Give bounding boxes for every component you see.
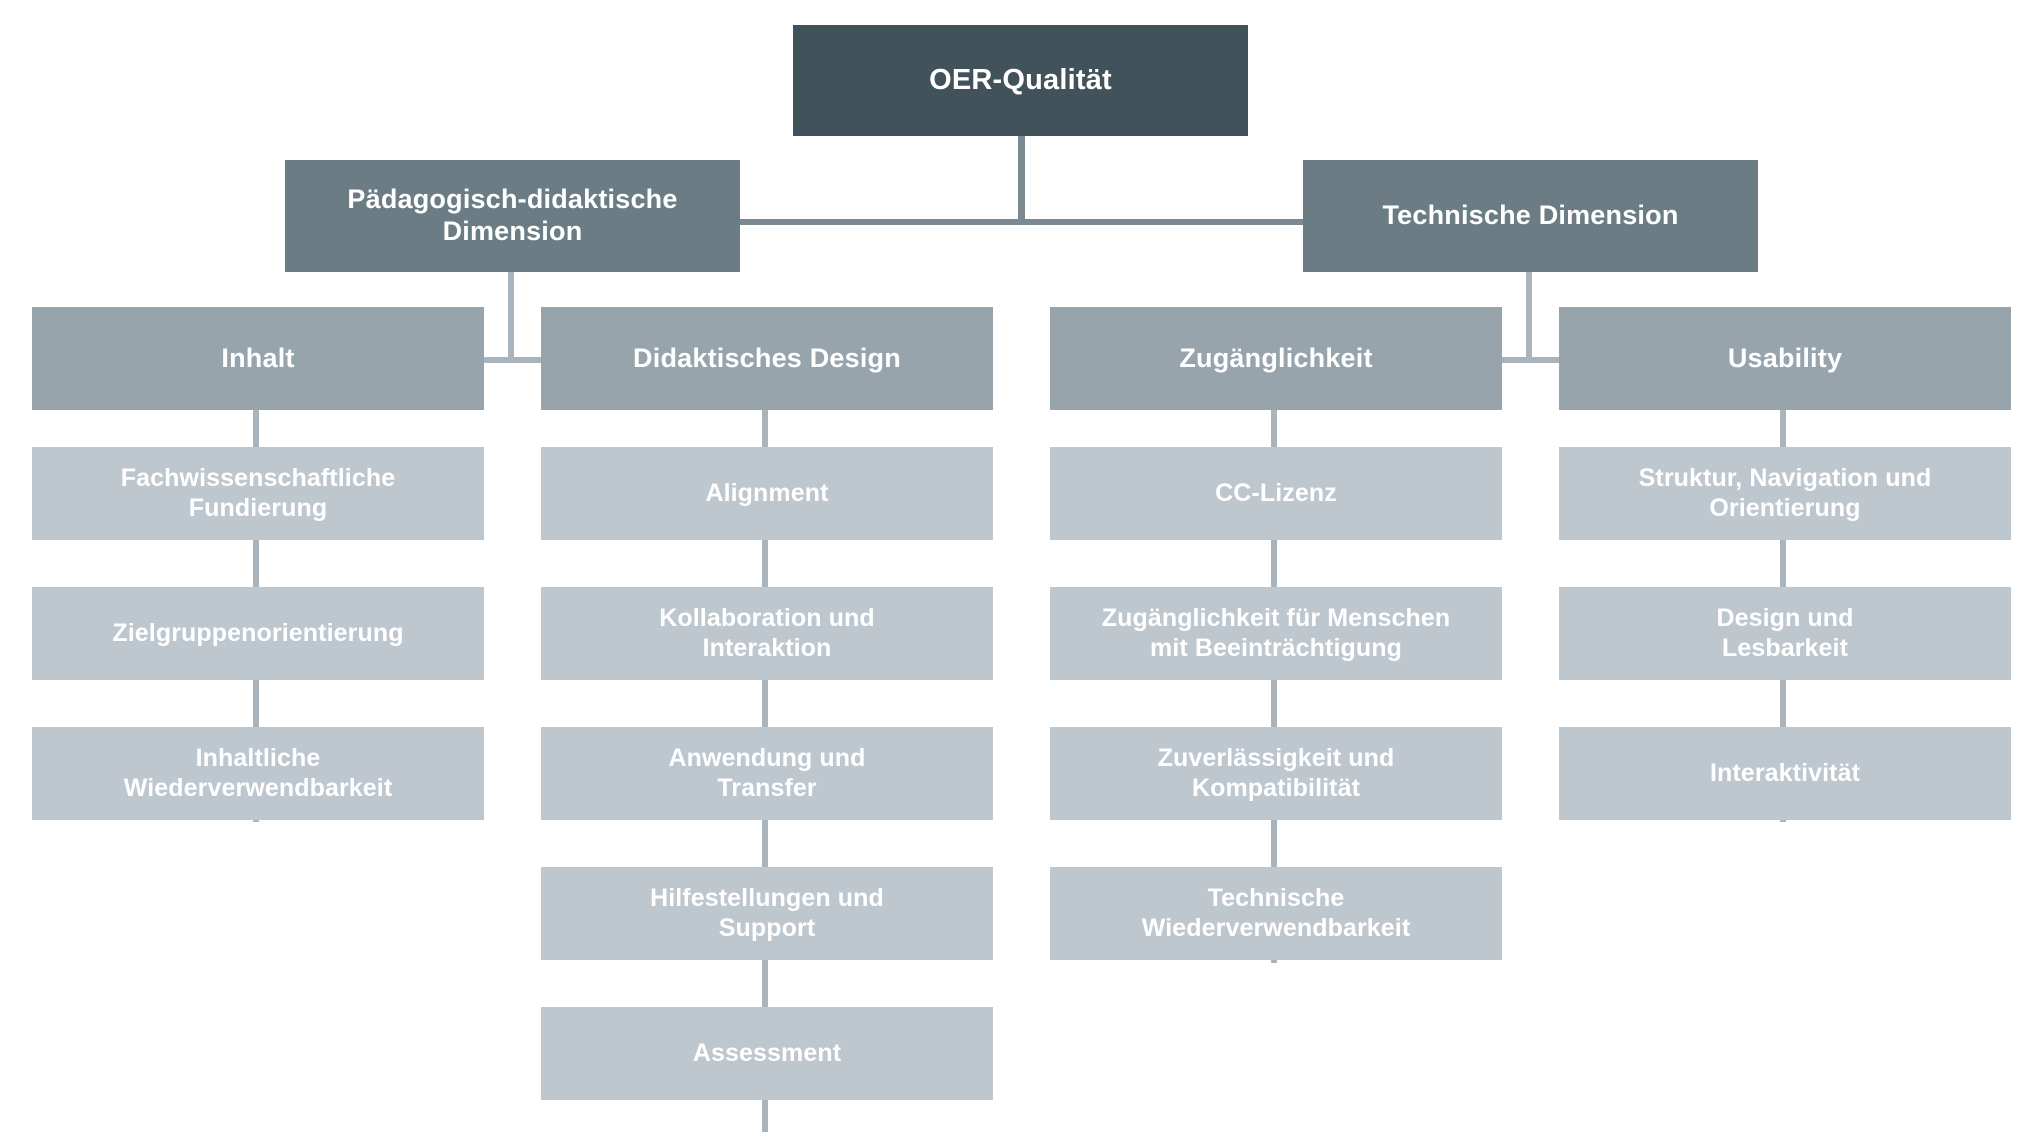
node-dimension-label: Technische Dimension: [1382, 200, 1679, 231]
node-leaf-label: Struktur, Navigation und Orientierung: [1638, 464, 1932, 522]
connector-dim-right-stem: [1526, 272, 1532, 360]
node-category-didaktisches-design[interactable]: Didaktisches Design: [541, 307, 993, 410]
node-category-label: Zugänglichkeit: [1179, 342, 1373, 373]
node-leaf-fachwissenschaftliche-fundierung[interactable]: Fachwissenschaftliche Fundierung: [32, 447, 484, 540]
node-leaf-assessment[interactable]: Assessment: [541, 1007, 993, 1100]
connector-col-3-spine: [1271, 410, 1277, 963]
node-leaf-anwendung-und-transfer[interactable]: Anwendung und Transfer: [541, 727, 993, 820]
node-leaf-kollaboration-und-interaktion[interactable]: Kollaboration und Interaktion: [541, 587, 993, 680]
node-leaf-label: Inhaltliche Wiederverwendbarkeit: [123, 744, 393, 802]
node-leaf-struktur-navigation-und-orientierung[interactable]: Struktur, Navigation und Orientierung: [1559, 447, 2011, 540]
node-leaf-zielgruppenorientierung[interactable]: Zielgruppenorientierung: [32, 587, 484, 680]
node-leaf-label: Zielgruppenorientierung: [112, 618, 404, 647]
node-category-usability[interactable]: Usability: [1559, 307, 2011, 410]
node-category-inhalt[interactable]: Inhalt: [32, 307, 484, 410]
node-leaf-technische-wiederverwendbarkeit[interactable]: Technische Wiederverwendbarkeit: [1050, 867, 1502, 960]
node-root-label: OER-Qualität: [929, 64, 1112, 97]
node-dimension-paedagogisch-didaktische[interactable]: Pädagogisch-didaktische Dimension: [285, 160, 740, 272]
node-leaf-design-und-lesbarkeit[interactable]: Design und Lesbarkeit: [1559, 587, 2011, 680]
node-root[interactable]: OER-Qualität: [793, 25, 1248, 136]
connector-dim-left-bus: [256, 357, 764, 363]
connector-root-stem: [1018, 136, 1025, 222]
node-leaf-alignment[interactable]: Alignment: [541, 447, 993, 540]
node-category-label: Usability: [1727, 342, 1843, 373]
node-leaf-cc-lizenz[interactable]: CC-Lizenz: [1050, 447, 1502, 540]
node-leaf-label: Zuverlässigkeit und Kompatibilität: [1157, 744, 1395, 802]
node-leaf-label: Kollaboration und Interaktion: [659, 604, 875, 662]
node-leaf-label: CC-Lizenz: [1215, 478, 1337, 507]
node-leaf-label: Alignment: [705, 478, 829, 507]
node-leaf-label: Fachwissenschaftliche Fundierung: [120, 464, 396, 522]
connector-root-bus: [737, 219, 1349, 225]
node-category-label: Didaktisches Design: [633, 342, 901, 373]
node-dimension-technische[interactable]: Technische Dimension: [1303, 160, 1758, 272]
node-leaf-zuverlaessigkeit-und-kompatibilitaet[interactable]: Zuverlässigkeit und Kompatibilität: [1050, 727, 1502, 820]
node-category-label: Inhalt: [221, 342, 295, 373]
node-leaf-label: Zugänglichkeit für Menschen mit Beeinträ…: [1101, 604, 1451, 662]
node-leaf-label: Design und Lesbarkeit: [1716, 604, 1854, 662]
node-leaf-label: Interaktivität: [1709, 758, 1861, 787]
node-leaf-label: Assessment: [692, 1038, 842, 1067]
node-dimension-label: Pädagogisch-didaktische Dimension: [347, 184, 678, 246]
node-leaf-label: Technische Wiederverwendbarkeit: [1141, 884, 1411, 942]
connector-dim-left-stem: [508, 272, 514, 360]
node-leaf-label: Hilfestellungen und Support: [650, 884, 884, 942]
node-leaf-zugaenglichkeit-fuer-menschen-mit-beeintraechtigung[interactable]: Zugänglichkeit für Menschen mit Beeinträ…: [1050, 587, 1502, 680]
connector-dim-right-bus: [1274, 357, 1782, 363]
node-leaf-interaktivitaet[interactable]: Interaktivität: [1559, 727, 2011, 820]
node-leaf-inhaltliche-wiederverwendbarkeit[interactable]: Inhaltliche Wiederverwendbarkeit: [32, 727, 484, 820]
node-leaf-label: Anwendung und Transfer: [668, 744, 866, 802]
node-category-zugaenglichkeit[interactable]: Zugänglichkeit: [1050, 307, 1502, 410]
node-leaf-hilfestellungen-und-support[interactable]: Hilfestellungen und Support: [541, 867, 993, 960]
